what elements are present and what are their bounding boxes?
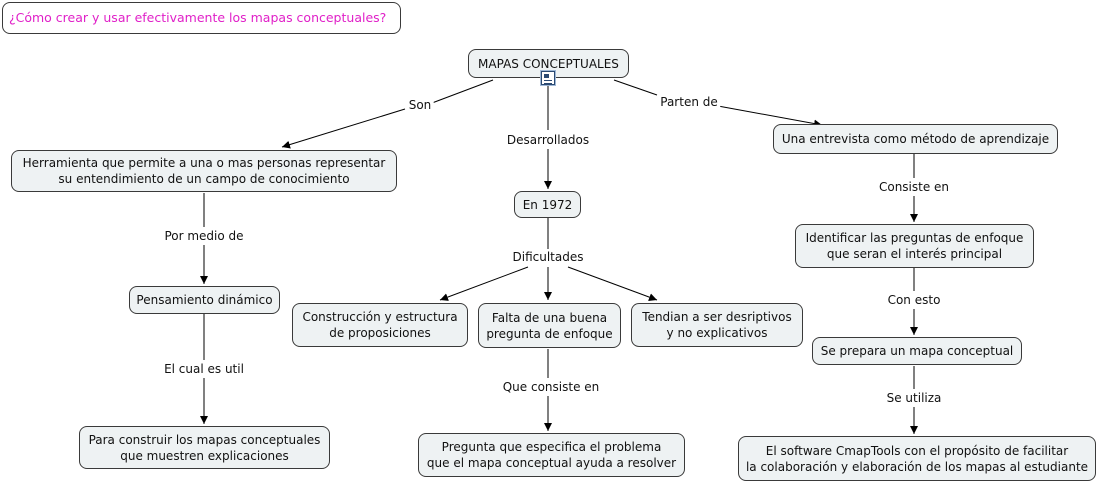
concept-para-construir[interactable]: Para construir los mapas conceptuales qu… [79, 426, 330, 469]
concept-construccion[interactable]: Construcción y estructura de proposicion… [292, 303, 468, 347]
map-title: ¿Cómo crear y usar efectivamente los map… [2, 2, 401, 34]
concept-tendian[interactable]: Tendian a ser desriptivos y no explicati… [631, 303, 803, 347]
link-label-con-esto: Con esto [885, 292, 943, 308]
concept-falta-pregunta[interactable]: Falta de una buena pregunta de enfoque [478, 303, 621, 348]
link-label-que-consiste-en: Que consiste en [500, 379, 602, 395]
link-label-dificultades: Dificultades [510, 249, 586, 265]
concept-identificar-preguntas[interactable]: Identificar las preguntas de enfoque que… [795, 224, 1034, 268]
link-label-se-utiliza: Se utiliza [884, 390, 944, 406]
link-label-son: Son [406, 97, 434, 113]
link-label-parten-de: Parten de [658, 94, 720, 110]
concept-en-1972[interactable]: En 1972 [514, 191, 581, 218]
concept-entrevista[interactable]: Una entrevista como método de aprendizaj… [773, 124, 1058, 154]
link-label-el-cual-es-util: El cual es util [162, 361, 246, 377]
concept-map-document-icon[interactable] [541, 71, 555, 85]
concept-software-cmaptools[interactable]: El software CmapTools con el propósito d… [738, 436, 1096, 481]
link-label-desarrollados: Desarrollados [504, 132, 592, 148]
link-label-consiste-en: Consiste en [876, 179, 952, 195]
concept-pensamiento-dinamico[interactable]: Pensamiento dinámico [129, 286, 280, 314]
concept-mapa-conceptual[interactable]: Se prepara un mapa conceptual [812, 337, 1022, 365]
concept-herramienta[interactable]: Herramienta que permite a una o mas pers… [11, 150, 397, 192]
concept-pregunta-problema[interactable]: Pregunta que especifica el problema que … [418, 433, 685, 477]
link-label-por-medio-de: Por medio de [162, 228, 246, 244]
